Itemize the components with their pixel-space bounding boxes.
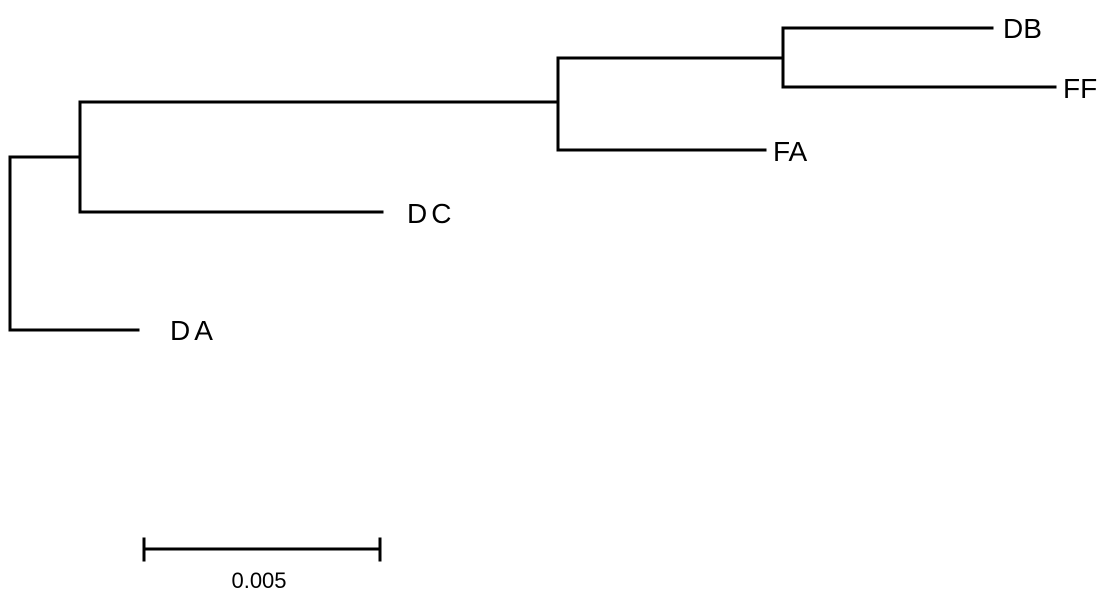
scale-bar-label: 0.005 [231, 568, 286, 593]
tip-label-fa: FA [773, 136, 808, 167]
tip-label-db: DB [1003, 13, 1042, 44]
tip-label-da: DA [170, 315, 217, 346]
scale-bar: 0.005 [142, 537, 382, 593]
tip-label-ff: FF [1063, 73, 1097, 104]
tip-label-dc: DC [407, 198, 455, 229]
